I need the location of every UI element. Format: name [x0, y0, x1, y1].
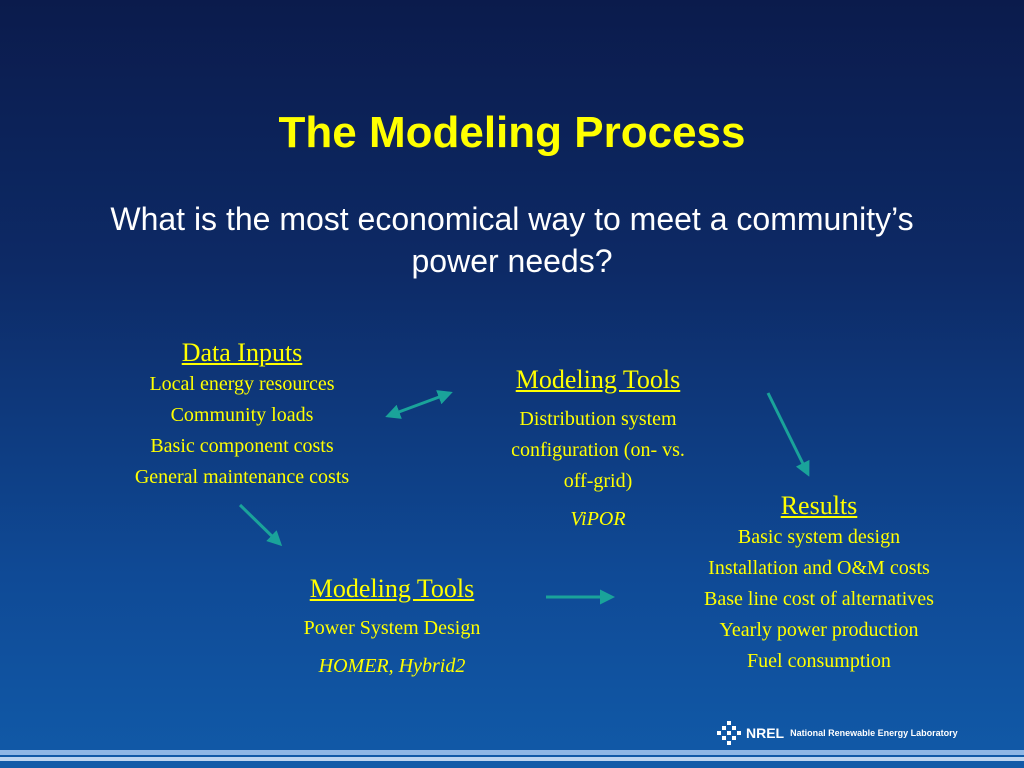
- nrel-logo: NREL National Renewable Energy Laborator…: [716, 718, 958, 748]
- nrel-logo-icon: [717, 721, 741, 745]
- arrow-top-tools-to-results: [766, 392, 810, 477]
- footer-bar-light: [0, 757, 1024, 761]
- footer-bar: [0, 750, 1024, 755]
- results-block: Results Basic system design Installation…: [648, 490, 990, 677]
- modeling-tools-top-description: configuration (on- vs.: [511, 439, 685, 461]
- data-inputs-block: Data Inputs Local energy resources Commu…: [92, 337, 392, 493]
- results-item: Fuel consumption: [747, 650, 891, 672]
- slide-title: The Modeling Process: [278, 108, 746, 157]
- modeling-tools-bottom-heading: Modeling Tools: [309, 574, 475, 603]
- modeling-tools-top-tool: ViPOR: [570, 508, 626, 530]
- nrel-logo-name: National Renewable Energy Laboratory: [790, 728, 958, 738]
- double-arrow-inputs-top-tools: [385, 390, 453, 419]
- results-item: Base line cost of alternatives: [704, 588, 934, 610]
- slide-question: What is the most economical way to meet …: [110, 201, 914, 279]
- data-input-item: Local energy resources: [149, 373, 335, 395]
- modeling-tools-bottom-block: Modeling Tools Power System Design HOMER…: [252, 573, 532, 680]
- data-inputs-heading: Data Inputs: [181, 338, 303, 367]
- modeling-tools-top-description: Distribution system: [519, 408, 677, 430]
- results-heading: Results: [780, 491, 858, 520]
- modeling-tools-top-heading: Modeling Tools: [515, 365, 681, 394]
- arrow-inputs-to-bottom-tools: [238, 503, 283, 547]
- data-input-item: Community loads: [170, 404, 314, 426]
- results-item: Installation and O&M costs: [708, 557, 930, 579]
- results-item: Basic system design: [737, 526, 901, 548]
- modeling-tools-top-description: off-grid): [563, 470, 633, 492]
- modeling-tools-bottom-tool: HOMER, Hybrid2: [318, 655, 466, 677]
- data-input-item: Basic component costs: [150, 435, 334, 457]
- modeling-tools-bottom-description: Power System Design: [303, 617, 481, 639]
- nrel-logo-abbrev: NREL: [746, 725, 785, 741]
- modeling-tools-top-block: Modeling Tools Distribution system confi…: [468, 364, 728, 533]
- data-input-item: General maintenance costs: [134, 466, 350, 488]
- results-item: Yearly power production: [719, 619, 919, 641]
